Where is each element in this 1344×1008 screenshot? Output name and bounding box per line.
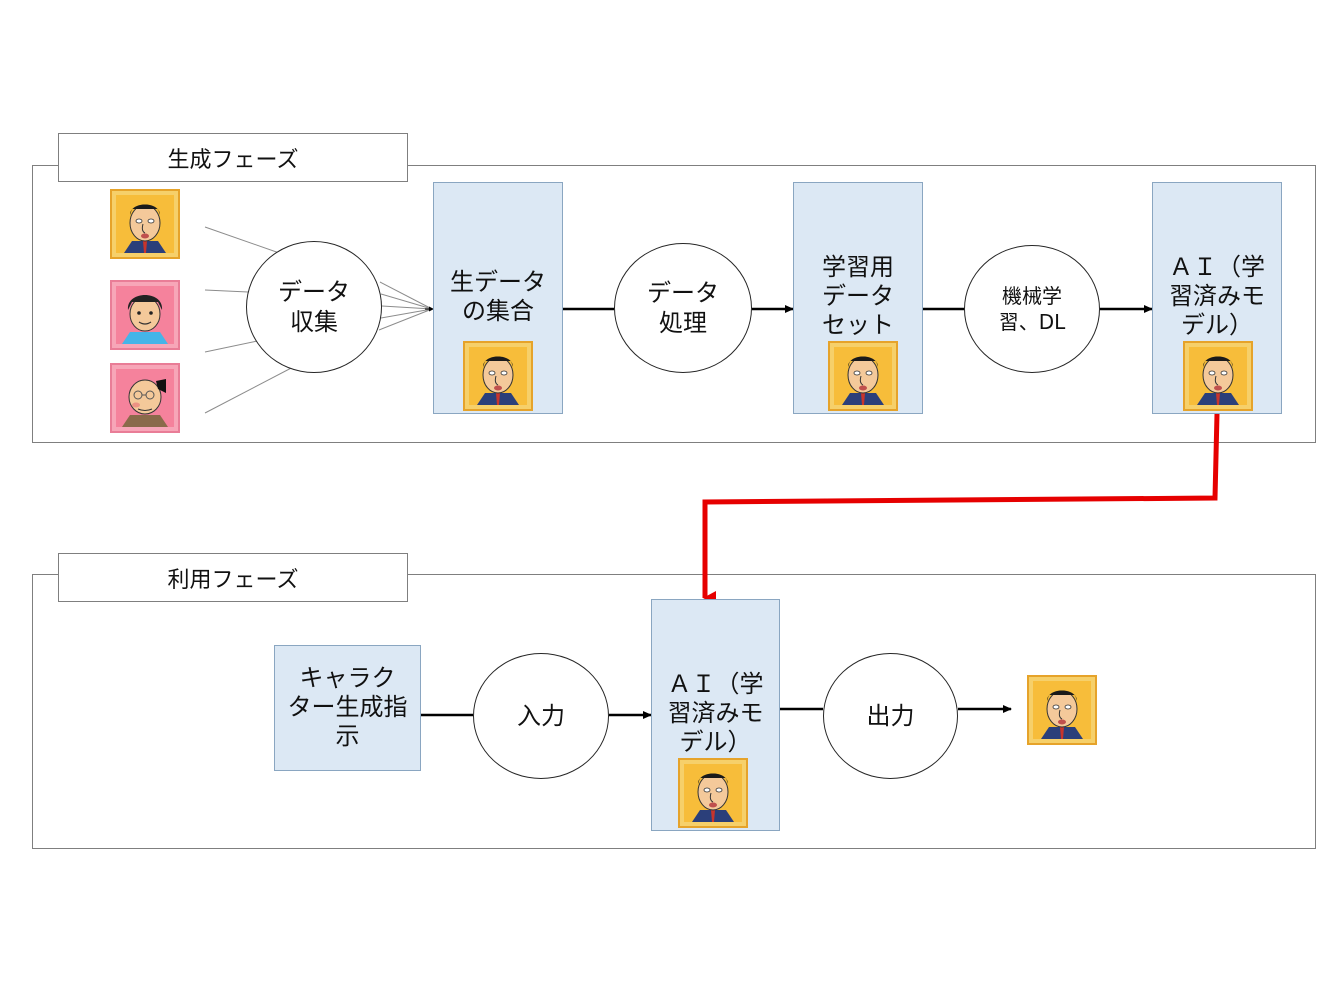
raw-data-set-box: 生データ の集合 — [433, 182, 563, 414]
usage-model-character — [678, 758, 748, 828]
source-character-boy — [110, 280, 180, 350]
usage-model-box: ＡＩ（学 習済みモ デル） — [651, 599, 780, 831]
businessman-character-icon — [1027, 675, 1097, 745]
raw-data-character — [463, 341, 533, 411]
raw-data-set-label: 生データ の集合 — [450, 268, 546, 325]
training-data-character — [828, 341, 898, 411]
output-character — [1027, 675, 1097, 745]
businessman-character-icon — [828, 341, 898, 411]
source-character-elderly — [110, 363, 180, 433]
trained-model-box: ＡＩ（学 習済みモ デル） — [1152, 182, 1282, 414]
usage-phase-label: 利用フェーズ — [58, 553, 408, 602]
data-processing-node: データ 処理 — [614, 243, 752, 373]
boy-character-icon — [110, 280, 180, 350]
trained-model-label: ＡＩ（学 習済みモ デル） — [1169, 253, 1265, 339]
data-collection-node: データ 収集 — [246, 241, 382, 373]
businessman-character-icon — [678, 758, 748, 828]
trained-model-character — [1183, 341, 1253, 411]
training-dataset-box: 学習用 データ セット — [793, 182, 923, 414]
usage-model-label: ＡＩ（学 習済みモ デル） — [667, 670, 764, 756]
input-node: 入力 — [473, 653, 609, 779]
businessman-character-icon — [463, 341, 533, 411]
elderly-man-character-icon — [110, 363, 180, 433]
businessman-character-icon — [1183, 341, 1253, 411]
generation-phase-label: 生成フェーズ — [58, 133, 408, 182]
training-dataset-label: 学習用 データ セット — [822, 253, 894, 339]
output-node: 出力 — [823, 653, 958, 779]
machine-learning-node: 機械学 習、DL — [964, 245, 1100, 373]
character-instruction-label: キャラク ター生成指 示 — [287, 664, 408, 750]
source-character-businessman — [110, 189, 180, 259]
character-instruction-box: キャラク ター生成指 示 — [274, 645, 421, 771]
businessman-character-icon — [110, 189, 180, 259]
